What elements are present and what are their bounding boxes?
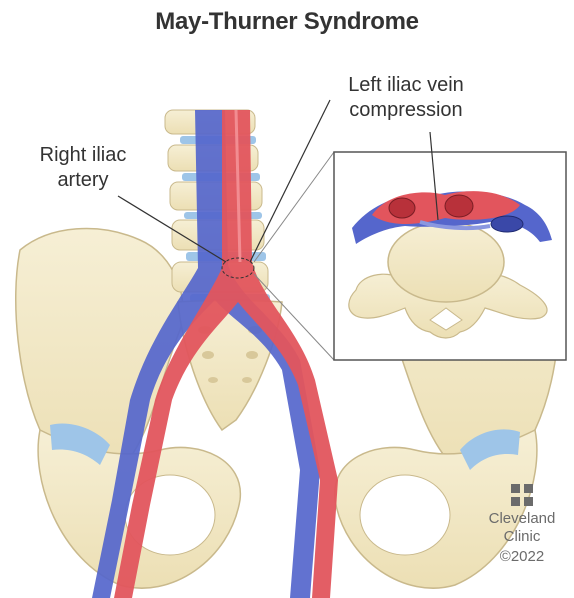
label-left-iliac-vein-compression: Left iliac vein compression xyxy=(348,74,464,121)
compression-site xyxy=(221,257,255,279)
inset-connector-bottom xyxy=(253,273,335,361)
inset-leader-line xyxy=(429,131,439,221)
leader-line-artery xyxy=(117,195,227,263)
copyright: ©2022 xyxy=(499,548,545,565)
leader-line-vein xyxy=(249,99,331,263)
left-hip-ligament xyxy=(50,423,110,465)
brand-name-line2: Clinic xyxy=(503,528,541,545)
aorta xyxy=(114,110,338,598)
inset-vertebra xyxy=(348,221,548,339)
cleveland-clinic-cross-icon xyxy=(511,484,533,506)
right-obturator xyxy=(359,474,451,556)
brand-name-line1: Cleveland xyxy=(488,510,556,527)
inset-connector-top xyxy=(253,151,335,263)
inset-vessels xyxy=(352,191,552,244)
diagram-title: May-Thurner Syndrome xyxy=(155,8,419,35)
right-hip-ligament xyxy=(460,429,520,470)
label-right-iliac-artery: Right iliac artery xyxy=(39,144,127,191)
brand-block: Cleveland Clinic ©2022 xyxy=(480,484,564,566)
inferior-vena-cava xyxy=(92,110,320,598)
